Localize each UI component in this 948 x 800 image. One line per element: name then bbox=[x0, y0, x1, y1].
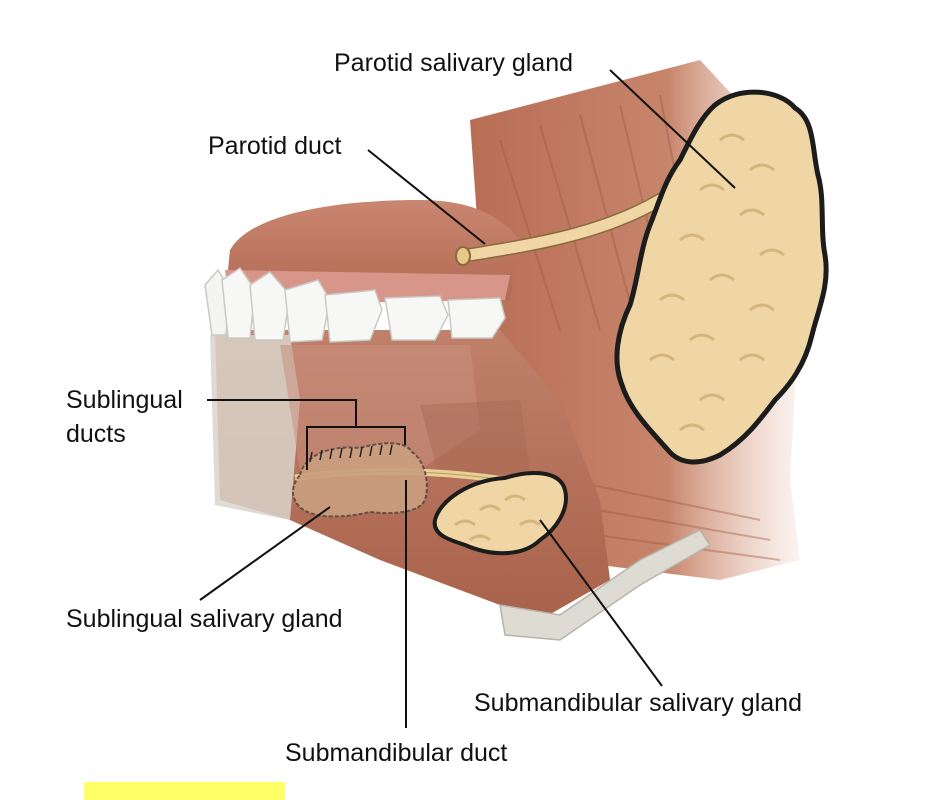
label-sublingual-ducts-line2: ducts bbox=[66, 420, 126, 448]
leader-parotid-gland bbox=[609, 69, 736, 189]
label-sublingual-ducts-line1: Sublingual bbox=[66, 386, 183, 414]
leader-parotid-duct bbox=[367, 149, 486, 245]
label-parotid-gland: Parotid salivary gland bbox=[334, 49, 574, 77]
label-sublingual-gland: Sublingual salivary gland bbox=[66, 605, 343, 633]
label-submandibular-duct: Submandibular duct bbox=[285, 739, 508, 767]
leader-submandibular-gland bbox=[539, 519, 663, 687]
label-submandibular-gland: Submandibular salivary gland bbox=[474, 689, 802, 717]
submandibular-gland bbox=[432, 471, 568, 556]
leader-lines bbox=[199, 69, 736, 728]
leader-sublingual-gland bbox=[199, 506, 331, 601]
parotid-gland bbox=[614, 89, 829, 465]
highlight-mark bbox=[84, 782, 285, 800]
parotid-duct bbox=[455, 193, 667, 266]
leader-sublingual-ducts bbox=[207, 399, 406, 470]
teeth bbox=[204, 266, 506, 343]
sublingual-gland bbox=[292, 442, 428, 518]
label-parotid-duct: Parotid duct bbox=[208, 132, 342, 160]
